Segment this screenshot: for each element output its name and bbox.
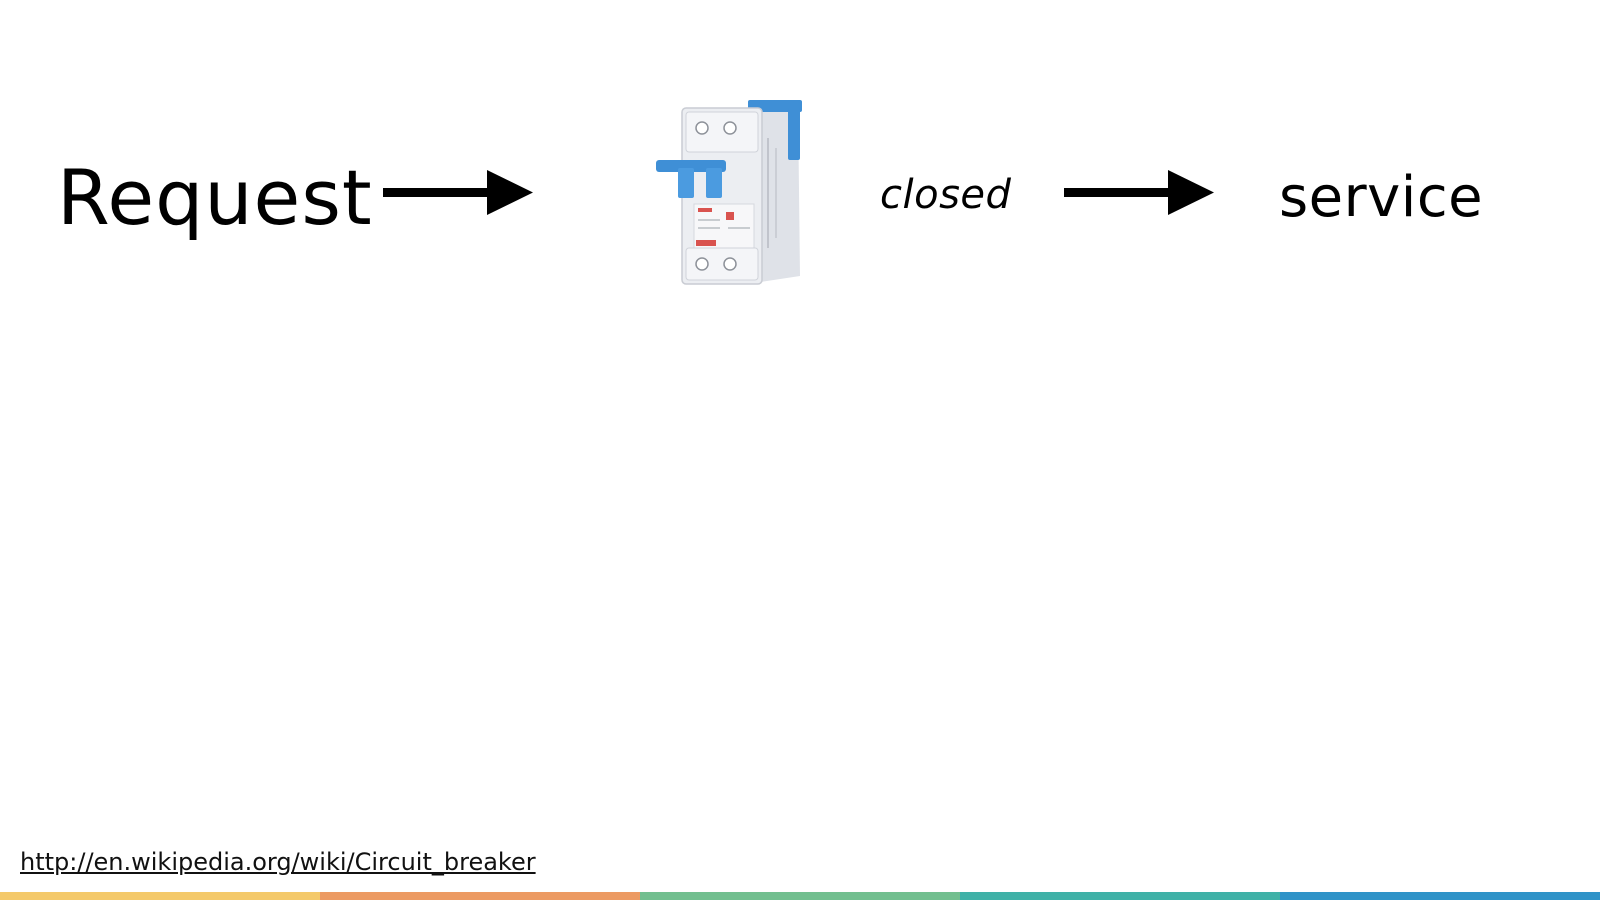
color-bar-segment — [320, 892, 640, 900]
arrow-right-icon — [1064, 170, 1214, 216]
color-bar-segment — [960, 892, 1280, 900]
color-bar-segment — [1280, 892, 1600, 900]
footer-color-bar — [0, 892, 1600, 900]
source-link[interactable]: http://en.wikipedia.org/wiki/Circuit_bre… — [20, 848, 536, 876]
arrow-right-icon — [383, 170, 533, 216]
service-label: service — [1279, 170, 1483, 226]
color-bar-segment — [640, 892, 960, 900]
circuit-breaker-image — [650, 98, 820, 288]
breaker-state-label: closed — [880, 175, 1011, 215]
color-bar-segment — [0, 892, 320, 900]
request-label: Request — [57, 160, 373, 236]
